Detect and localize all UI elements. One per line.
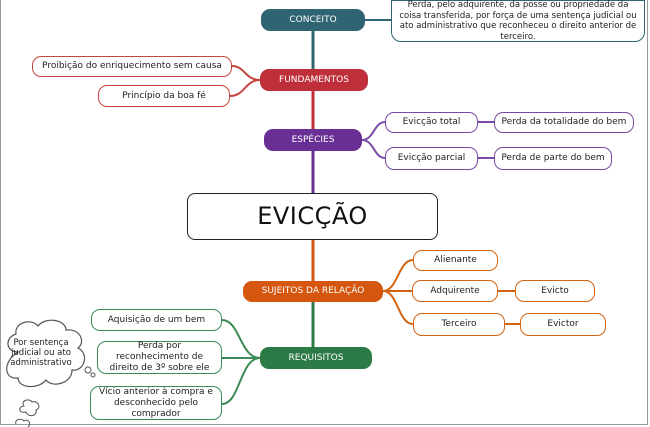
sujeito-detail-label: Evictor: [547, 319, 579, 329]
sujeito-item[interactable]: Terceiro: [413, 313, 505, 336]
requisito-item-label: Vício anterior à compra e desconhecido p…: [99, 386, 213, 419]
especie-item-label: Evicção total: [402, 117, 461, 127]
sujeito-detail-label: Evicto: [541, 285, 569, 296]
sujeito-item-label: Alienante: [434, 255, 477, 265]
link-fundamentos-1: [231, 65, 261, 81]
sujeito-item-label: Adquirente: [430, 285, 480, 296]
branch-requisitos-label: REQUISITOS: [288, 352, 344, 363]
cloud-dot-1: [84, 366, 92, 374]
fundamento-item[interactable]: Proibição do enriquecimento sem causa: [32, 56, 232, 77]
link-requisitos-3: [221, 357, 261, 405]
requisito-item-label: Perda por reconhecimento de direito de 3…: [109, 341, 210, 373]
conceito-definition[interactable]: Perda, pelo adquirente, da posse ou prop…: [391, 0, 645, 42]
especie-item[interactable]: Evicção total: [385, 112, 478, 133]
branch-sujeitos-label: SUJEITOS DA RELAÇÃO: [261, 286, 365, 296]
fundamento-item-label: Proibição do enriquecimento sem causa: [42, 61, 222, 71]
central-topic-label: EVICÇÃO: [257, 202, 368, 230]
branch-conceito[interactable]: CONCEITO: [261, 9, 365, 31]
link-sujeitos-1: [382, 259, 414, 292]
branch-requisitos[interactable]: REQUISITOS: [260, 347, 372, 369]
requisito-item[interactable]: Perda por reconhecimento de direito de 3…: [97, 341, 222, 374]
branch-conceito-label: CONCEITO: [289, 14, 337, 25]
especie-detail[interactable]: Perda de parte do bem: [494, 147, 612, 170]
doodle-1: [19, 399, 40, 417]
link-fundamentos-2: [229, 79, 261, 97]
sujeito-detail[interactable]: Evictor: [520, 313, 606, 336]
branch-fundamentos[interactable]: FUNDAMENTOS: [260, 69, 368, 91]
sujeito-item-label: Terceiro: [441, 319, 477, 329]
fundamento-item[interactable]: Princípio da boa fé: [98, 85, 230, 107]
especie-detail-label: Perda da totalidade do bem: [501, 117, 627, 127]
link-especies-1: [361, 121, 386, 141]
fundamento-item-label: Princípio da boa fé: [122, 90, 206, 101]
link-requisitos-1: [221, 319, 261, 359]
central-topic[interactable]: EVICÇÃO: [187, 193, 438, 240]
branch-fundamentos-label: FUNDAMENTOS: [279, 74, 349, 85]
link-sujeitos-3: [382, 290, 414, 325]
cloud-note-shape: [6, 319, 86, 388]
especie-item-label: Evicção parcial: [397, 153, 466, 163]
conceito-definition-text: Perda, pelo adquirente, da posse ou prop…: [399, 0, 637, 42]
requisito-item[interactable]: Vício anterior à compra e desconhecido p…: [90, 386, 222, 420]
requisito-note: Por sentença judicial ou ato administrat…: [10, 338, 72, 368]
requisito-item[interactable]: Aquisição de um bem: [91, 309, 222, 331]
especie-detail[interactable]: Perda da totalidade do bem: [494, 112, 634, 133]
sujeito-item[interactable]: Alienante: [413, 250, 498, 271]
branch-especies[interactable]: ESPÉCIES: [264, 129, 362, 151]
sujeito-item[interactable]: Adquirente: [412, 280, 498, 302]
branch-especies-label: ESPÉCIES: [291, 134, 335, 145]
requisito-item-label: Aquisição de um bem: [107, 314, 206, 325]
branch-sujeitos[interactable]: SUJEITOS DA RELAÇÃO: [243, 281, 383, 302]
link-especies-2: [361, 139, 386, 159]
cloud-dot-2: [90, 372, 96, 378]
sujeito-detail[interactable]: Evicto: [515, 280, 595, 302]
doodle-2: [15, 418, 31, 427]
especie-detail-label: Perda de parte do bem: [501, 153, 605, 163]
especie-item[interactable]: Evicção parcial: [385, 147, 478, 170]
